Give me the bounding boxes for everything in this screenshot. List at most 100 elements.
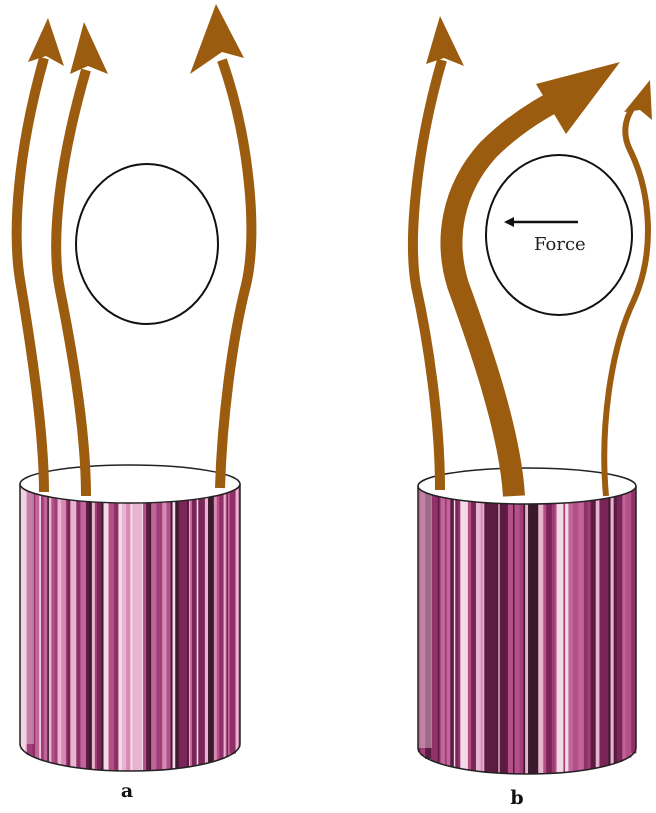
cylinder-stripe xyxy=(503,486,508,773)
cylinder-stripe xyxy=(450,486,454,767)
cylinder-stripe xyxy=(41,484,44,760)
cylinder-stripe xyxy=(559,486,564,773)
cylinder-stripe xyxy=(614,486,618,763)
cylinder-stripe xyxy=(514,486,519,774)
cylinder-stripe xyxy=(446,486,450,766)
panel-b: Force b xyxy=(413,16,652,809)
flux-line-a-2 xyxy=(56,70,86,496)
cylinder-stripe xyxy=(224,484,226,758)
cylinder-stripe xyxy=(208,484,214,762)
cylinder-stripe xyxy=(184,484,188,767)
cylinder-stripe xyxy=(167,484,171,769)
cylinder-stripe xyxy=(508,486,513,774)
cylinder-stripe xyxy=(58,484,62,765)
conductor-circle-a xyxy=(76,164,218,324)
cylinder-stripe xyxy=(214,484,217,761)
cylinder-stripe xyxy=(130,484,132,771)
cylinder-stripe xyxy=(190,484,192,766)
cylinder-stripe xyxy=(143,484,146,771)
cylinder-b xyxy=(418,468,636,774)
cylinder-stripe xyxy=(49,484,52,763)
cylinder-stripe xyxy=(104,484,109,770)
cylinder-stripe xyxy=(80,484,86,768)
cylinder-stripe xyxy=(67,484,70,766)
cylinder-stripe xyxy=(118,484,122,771)
cylinder-a-stripes xyxy=(20,484,240,771)
cylinder-stripe xyxy=(481,486,483,772)
flux-arrowhead-b-1 xyxy=(426,16,464,66)
cylinder-stripe xyxy=(599,486,605,767)
cylinder-stripe xyxy=(179,484,184,768)
cylinder-stripe xyxy=(573,486,578,771)
flux-arrowhead-b-2 xyxy=(536,62,620,134)
cylinder-stripe xyxy=(625,486,631,758)
cylinder-stripe xyxy=(546,486,552,773)
cylinder-stripe xyxy=(538,486,543,774)
cylinder-stripe xyxy=(441,486,446,765)
flux-arrowhead-a-3 xyxy=(190,4,244,74)
cylinder-stripe xyxy=(568,486,573,772)
cylinder-stripe xyxy=(464,486,468,770)
cylinder-a-top xyxy=(20,465,240,503)
cylinder-stripe xyxy=(217,484,220,760)
flux-arrowhead-a-2 xyxy=(70,22,108,74)
cylinder-stripe xyxy=(486,486,492,772)
cylinder-stripe xyxy=(578,486,583,771)
cylinder-stripe xyxy=(53,484,55,763)
cylinder-stripe xyxy=(219,484,224,759)
cylinder-stripe xyxy=(608,486,610,765)
cylinder-stripe xyxy=(523,486,525,774)
cylinder-stripe xyxy=(236,484,239,750)
cylinder-stripe xyxy=(61,484,66,766)
cylinder-stripe xyxy=(151,484,157,770)
cylinder-a xyxy=(20,465,240,771)
force-label: Force xyxy=(534,234,586,255)
cylinder-stripe xyxy=(35,484,39,759)
cylinder-stripe xyxy=(175,484,179,768)
flux-line-b-1 xyxy=(413,60,442,490)
cylinder-stripe xyxy=(109,484,115,771)
cylinder-stripe xyxy=(230,484,236,754)
cylinder-stripe xyxy=(192,484,197,766)
cylinder-stripe xyxy=(171,484,173,769)
cylinder-stripe xyxy=(552,486,556,773)
cylinder-stripe xyxy=(622,486,625,760)
cylinder-stripe xyxy=(460,486,464,769)
panel-label-a: a xyxy=(121,780,133,802)
flux-line-a-1 xyxy=(17,58,44,492)
cylinder-stripe xyxy=(557,486,560,773)
cylinder-stripe xyxy=(76,484,80,768)
cylinder-stripe xyxy=(500,486,503,773)
cylinder-stripe xyxy=(97,484,102,770)
cylinder-stripe xyxy=(126,484,130,771)
cylinder-stripe xyxy=(617,486,623,762)
cylinder-stripe xyxy=(70,484,76,767)
cylinder-stripe xyxy=(434,486,438,762)
cylinder-stripe xyxy=(54,484,57,764)
cylinder-stripe xyxy=(205,484,208,763)
cylinder-stripe xyxy=(202,484,205,764)
cylinder-stripe xyxy=(162,484,167,770)
cylinder-stripe xyxy=(492,486,498,773)
cylinder-stripe xyxy=(156,484,162,770)
cylinder-stripe xyxy=(532,486,538,774)
cylinder-stripe xyxy=(86,484,89,769)
cylinder-stripe xyxy=(132,484,138,771)
cylinder-edge-shade xyxy=(418,486,432,748)
cylinder-stripe xyxy=(584,486,588,770)
panel-label-b: b xyxy=(510,787,523,809)
flux-line-a-3 xyxy=(220,60,251,488)
cylinder-stripe xyxy=(89,484,92,769)
cylinder-stripe xyxy=(611,486,614,764)
cylinder-stripe xyxy=(138,484,142,771)
cylinder-stripe xyxy=(588,486,591,769)
cylinder-stripe xyxy=(95,484,97,770)
cylinder-stripe xyxy=(228,484,230,756)
cylinder-stripe xyxy=(44,484,48,761)
cylinder-stripe xyxy=(198,484,202,765)
cylinder-stripe xyxy=(528,486,533,774)
cylinder-stripe xyxy=(596,486,600,768)
cylinder-stripe xyxy=(525,486,528,774)
cylinder-stripe xyxy=(543,486,546,774)
cylinder-stripe xyxy=(124,484,126,771)
